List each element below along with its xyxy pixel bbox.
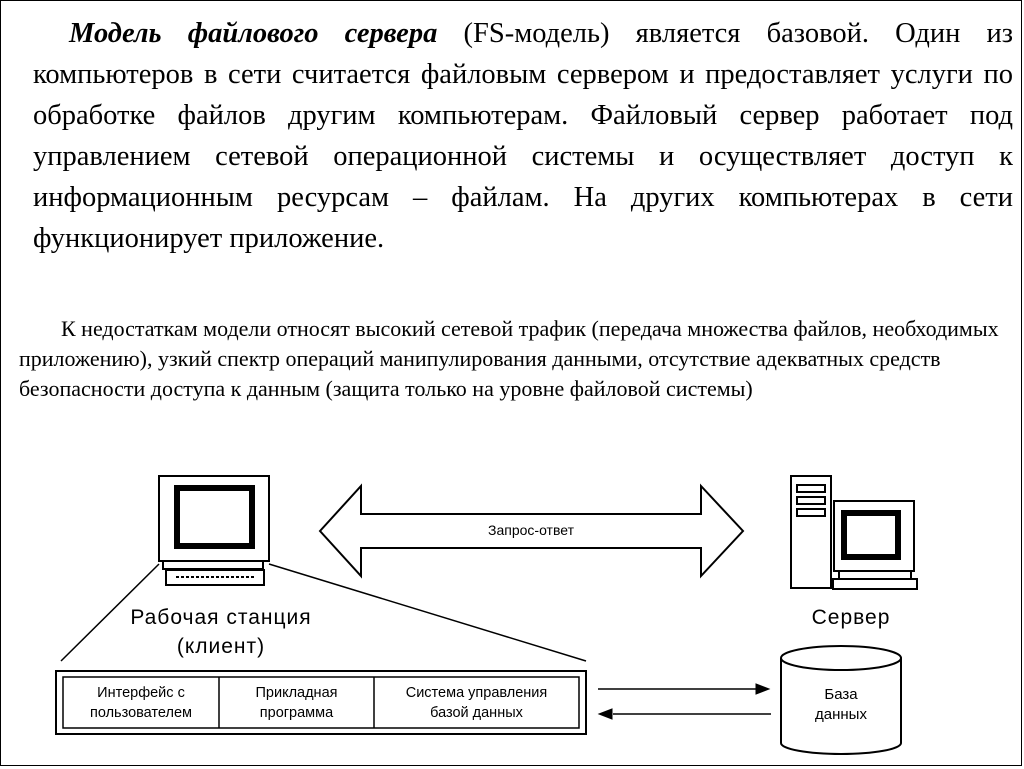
paragraph-disadvantages: К недостаткам модели относят высокий сет…	[19, 314, 1009, 404]
layer-user-interface: Интерфейс с пользователем	[64, 678, 218, 727]
paragraph-fs-model: Модель файлового сервера (FS-модель) явл…	[33, 13, 1013, 259]
data-arrows	[597, 683, 771, 720]
expansion-line-right	[268, 563, 587, 662]
arrow-label: Запрос-ответ	[488, 522, 574, 538]
server-label: Сервер	[811, 606, 891, 629]
database-label-line1: База	[824, 686, 858, 703]
database-label: База данных	[781, 677, 901, 733]
layer-table	[55, 670, 587, 735]
layer-label-line1: Система управления	[405, 684, 548, 701]
layer-label-line2: программа	[259, 704, 334, 721]
server-icon	[790, 475, 918, 590]
disadvantages-text: К недостаткам модели относят высокий сет…	[19, 316, 999, 401]
layer-application-program: Прикладная программа	[220, 678, 373, 727]
layer-label-line1: Интерфейс с	[97, 684, 185, 701]
layer-label-line2: базой данных	[430, 704, 523, 721]
client-label-line2: (клиент)	[176, 635, 266, 658]
workstation-icon	[158, 475, 270, 586]
client-label: Рабочая станция (клиент)	[101, 603, 341, 661]
database-icon	[780, 645, 902, 755]
database-label-line2: данных	[815, 706, 867, 723]
client-label-line1: Рабочая станция	[130, 606, 312, 629]
expansion-line-left	[60, 563, 160, 662]
layer-label-line2: пользователем	[89, 704, 192, 721]
layer-dbms: Система управления базой данных	[375, 678, 578, 727]
fs-model-description: (FS-модель) является базовой. Один из ко…	[33, 18, 1013, 254]
layer-label-line1: Прикладная	[255, 684, 338, 701]
fs-model-term: Модель файлового сервера	[69, 18, 438, 49]
request-response-arrow	[318, 483, 745, 579]
